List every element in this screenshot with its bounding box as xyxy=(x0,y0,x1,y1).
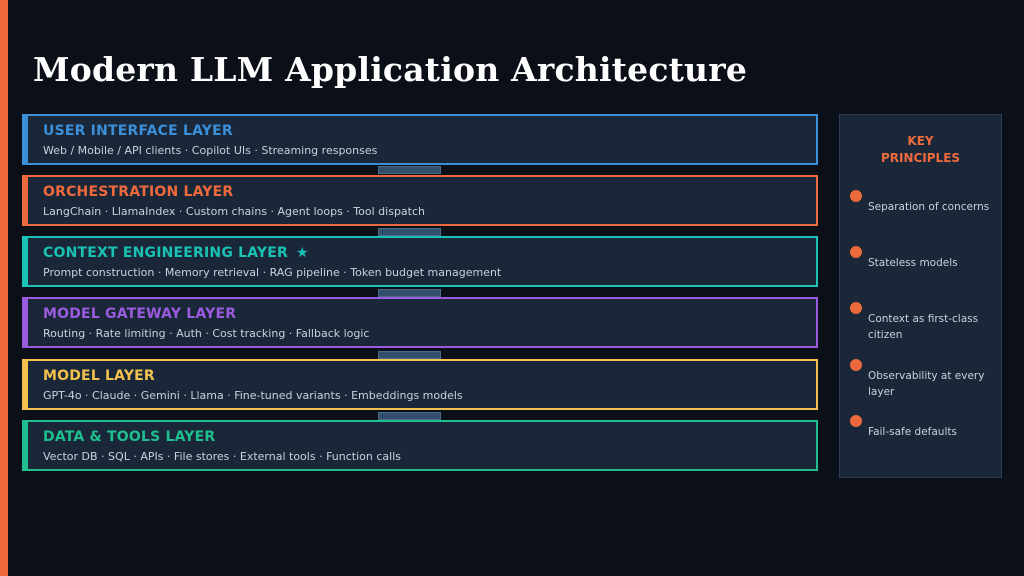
layer-connector xyxy=(378,289,441,297)
layer-title-text: USER INTERFACE LAYER xyxy=(43,123,233,139)
principle-text: Separation of concerns xyxy=(868,201,990,213)
dot-icon xyxy=(850,415,862,427)
principle-text: Observability at every layer xyxy=(868,370,985,398)
layer-title-text: CONTEXT ENGINEERING LAYER xyxy=(43,245,289,261)
layer-user-interface: USER INTERFACE LAYER Web / Mobile / API … xyxy=(22,114,818,165)
layer-title: MODEL LAYER xyxy=(43,367,816,385)
layer-title: DATA & TOOLS LAYER xyxy=(43,428,816,446)
dot-icon xyxy=(850,359,862,371)
dot-icon xyxy=(850,190,862,202)
layer-connector xyxy=(378,166,441,174)
slide-title: Modern LLM Application Architecture xyxy=(33,50,748,89)
layer-description: LangChain · LlamaIndex · Custom chains ·… xyxy=(43,205,425,218)
key-principles-panel: KEY PRINCIPLES Separation of concerns St… xyxy=(839,114,1002,478)
layer-description: Prompt construction · Memory retrieval ·… xyxy=(43,266,502,279)
layer-connector xyxy=(378,228,441,236)
layer-title: CONTEXT ENGINEERING LAYER ★ xyxy=(43,244,816,262)
layer-title: MODEL GATEWAY LAYER xyxy=(43,305,816,323)
principle-text: Stateless models xyxy=(868,257,958,269)
layer-title: USER INTERFACE LAYER xyxy=(43,122,816,140)
layer-title-text: MODEL LAYER xyxy=(43,368,155,384)
layer-orchestration: ORCHESTRATION LAYER LangChain · LlamaInd… xyxy=(22,175,818,226)
layer-data-tools: DATA & TOOLS LAYER Vector DB · SQL · API… xyxy=(22,420,818,471)
principle-text: Context as first-class citizen xyxy=(868,313,979,341)
layer-connector xyxy=(378,351,441,359)
dot-icon xyxy=(850,302,862,314)
layer-connector xyxy=(378,412,441,420)
dot-icon xyxy=(850,246,862,258)
star-icon: ★ xyxy=(296,245,309,261)
left-accent-bar xyxy=(0,0,8,576)
layer-title-text: DATA & TOOLS LAYER xyxy=(43,429,216,445)
layer-description: Vector DB · SQL · APIs · File stores · E… xyxy=(43,450,401,463)
layer-description: Routing · Rate limiting · Auth · Cost tr… xyxy=(43,327,370,340)
layer-title-text: ORCHESTRATION LAYER xyxy=(43,184,234,200)
principles-title-line1: KEY xyxy=(907,134,934,148)
principles-title-line2: PRINCIPLES xyxy=(880,151,961,165)
layer-model-gateway: MODEL GATEWAY LAYER Routing · Rate limit… xyxy=(22,297,818,348)
principles-title: KEY PRINCIPLES xyxy=(840,133,1001,167)
layer-title: ORCHESTRATION LAYER xyxy=(43,183,816,201)
layer-description: GPT-4o · Claude · Gemini · Llama · Fine-… xyxy=(43,389,463,402)
principle-text: Fail-safe defaults xyxy=(868,426,957,438)
layer-description: Web / Mobile / API clients · Copilot UIs… xyxy=(43,144,378,157)
layer-context-engineering: CONTEXT ENGINEERING LAYER ★ Prompt constr… xyxy=(22,236,818,287)
layer-title-text: MODEL GATEWAY LAYER xyxy=(43,306,237,322)
layer-model: MODEL LAYER GPT-4o · Claude · Gemini · L… xyxy=(22,359,818,410)
